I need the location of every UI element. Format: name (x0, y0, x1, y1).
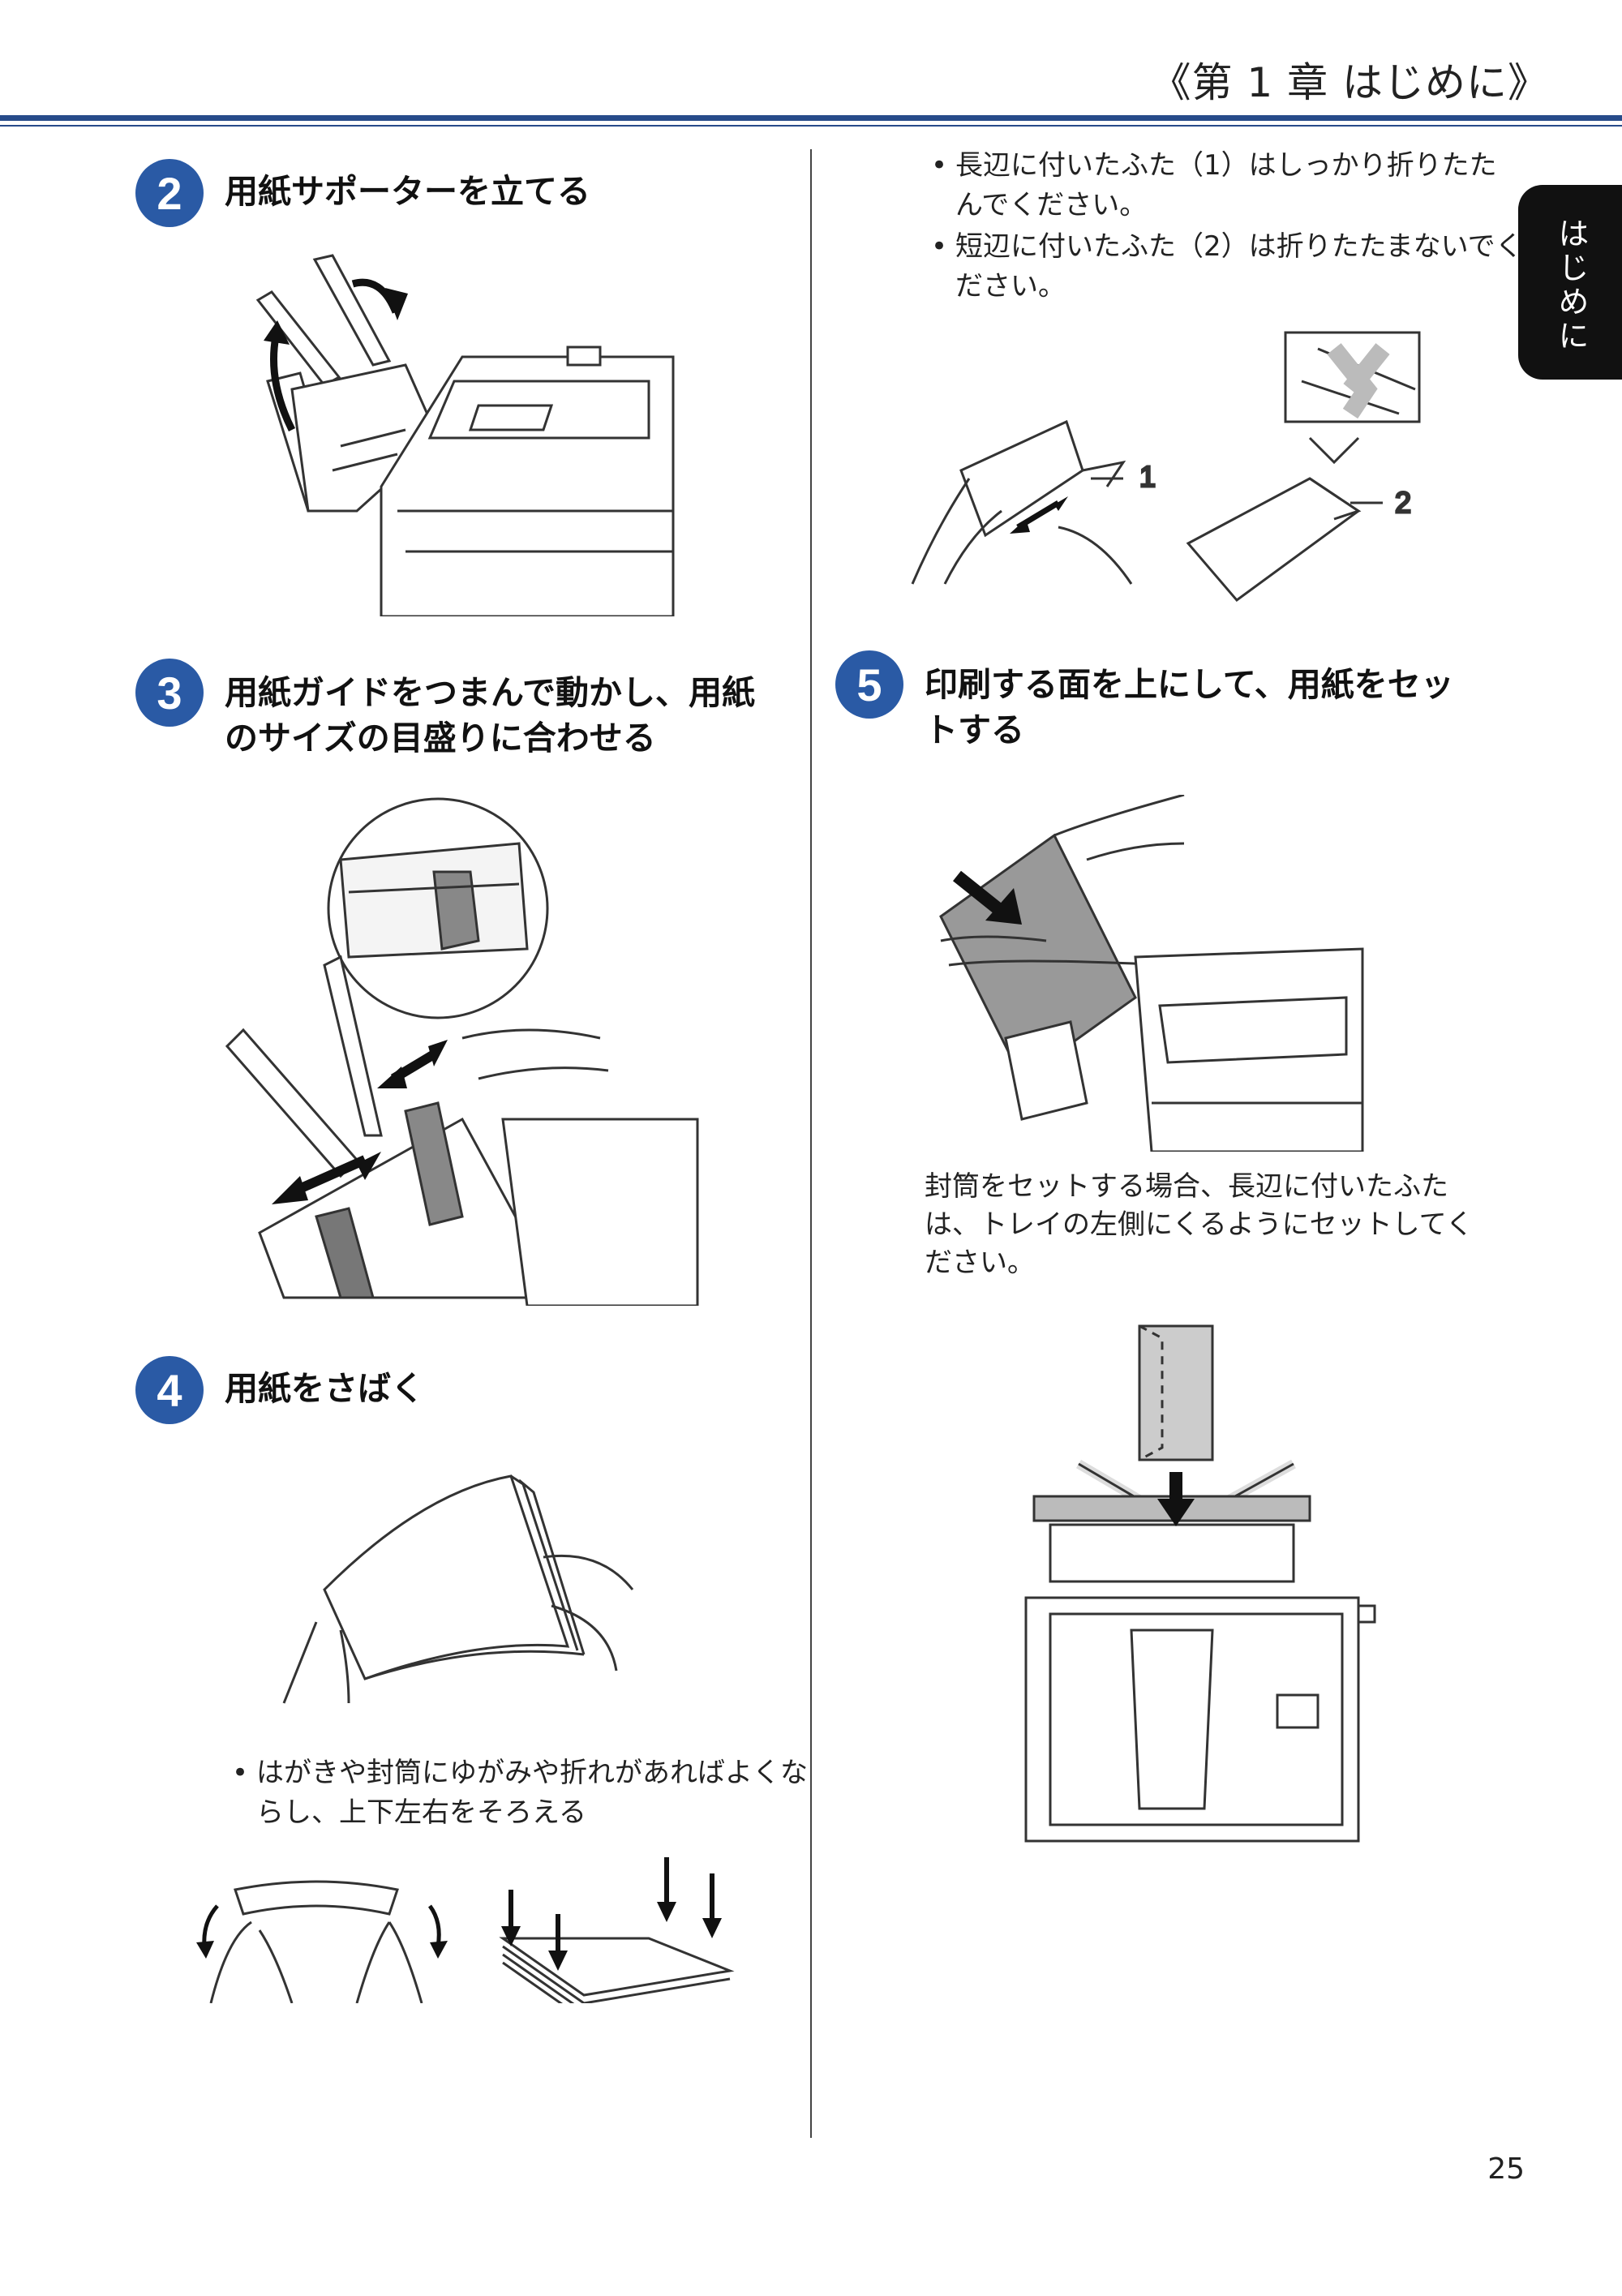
align-paper-illustration (195, 1857, 746, 2003)
step-4-title-line: 用紙をさばく (225, 1369, 424, 1408)
header-rule (0, 115, 1622, 121)
fan-paper-illustration (276, 1460, 649, 1736)
paper-support-illustration (243, 243, 681, 616)
callout-label-1: 1 (1139, 460, 1156, 493)
step-5-note: 封筒をセットする場合、長辺に付いたふたは、トレイの左側にくるようにセットしてくだ… (925, 1170, 1474, 1279)
envelope-note-long-flap: 長辺に付いたふた（1）はしっかり折りたたんでください。 (931, 146, 1523, 225)
step-4-note: はがきや封筒にゆがみや折れがあればよくならし、上下左右をそろえる (232, 1753, 816, 1833)
step-3-title-line: 用紙ガイドをつまんで動かし、用紙 (225, 673, 755, 712)
header-rule-thin (0, 125, 1622, 127)
step-4-number: 4 (135, 1356, 204, 1424)
step-5-number: 5 (835, 650, 903, 719)
step-2-title-line: 用紙サポーターを立てる (225, 172, 590, 211)
load-paper-illustration (925, 795, 1379, 1152)
step-2-title: 用紙サポーターを立てる (225, 169, 590, 214)
chapter-title: 《第 1 章 はじめに》 (1150, 59, 1549, 106)
paper-guide-illustration (219, 795, 706, 1306)
step-2-number: 2 (135, 159, 204, 227)
callout-label-2: 2 (1395, 486, 1411, 519)
step-5-title-line: 印刷する面を上にして、用紙をセッ (925, 665, 1454, 704)
step-4-title: 用紙をさばく (225, 1366, 424, 1411)
envelope-note-short-flap: 短辺に付いたふた（2）は折りたたまないでください。 (931, 227, 1523, 307)
step-3-title-line: のサイズの目盛りに合わせる (225, 719, 656, 757)
envelope-flap-illustration: 1 2 (896, 324, 1464, 608)
step-5-title-line: トする (925, 710, 1024, 749)
page-number: 25 (1487, 2152, 1525, 2186)
envelope-orientation-illustration (1018, 1322, 1391, 1857)
chapter-side-tab[interactable]: はじめに (1518, 185, 1622, 380)
step-5-title: 印刷する面を上にして、用紙をセッ トする (925, 662, 1454, 753)
step-3-number: 3 (135, 659, 204, 727)
column-divider (810, 149, 812, 2138)
side-tab-label: はじめに (1553, 217, 1589, 354)
step-3-title: 用紙ガイドをつまんで動かし、用紙 のサイズの目盛りに合わせる (225, 670, 755, 761)
